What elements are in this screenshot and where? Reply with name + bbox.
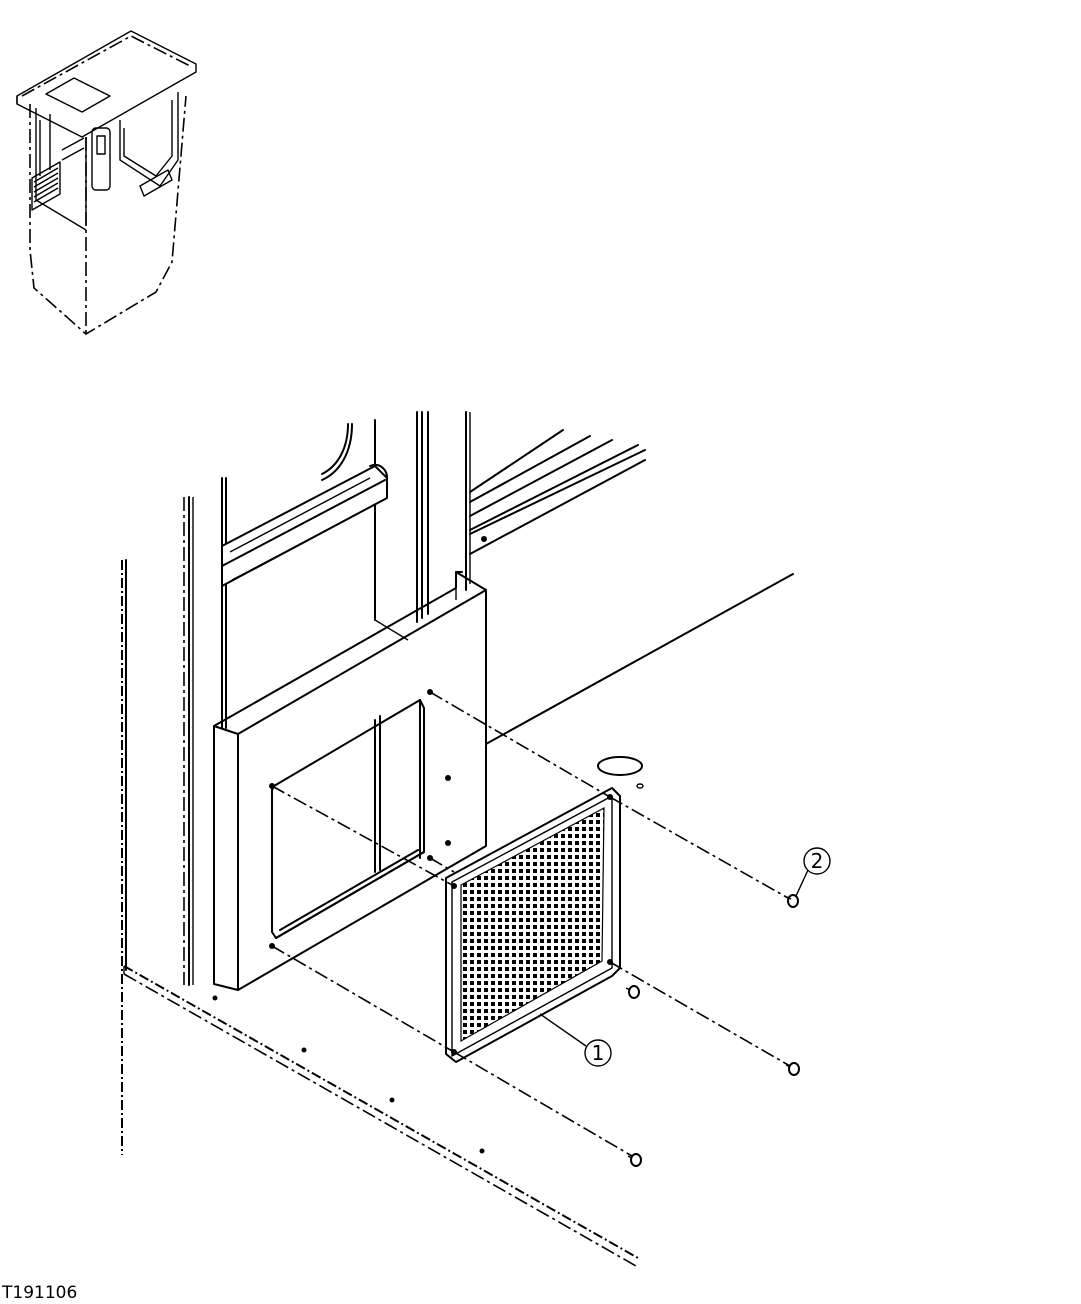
grille xyxy=(445,787,621,1063)
callout-1-label: 1 xyxy=(592,1041,605,1065)
screws xyxy=(625,894,800,1167)
callout-1: 1 xyxy=(539,1013,612,1067)
cab-locator-thumbnail xyxy=(16,30,197,335)
cab-frame-lines xyxy=(121,411,471,1155)
callout-2: 2 xyxy=(795,847,831,897)
main-exploded-view: 1 2 xyxy=(121,411,831,1267)
round-plug xyxy=(597,756,644,789)
cab-rail xyxy=(221,464,389,587)
upper-right-panel xyxy=(469,429,646,555)
screw xyxy=(786,894,799,908)
cab-floor-edge xyxy=(123,965,639,1267)
alignment-lines xyxy=(271,691,791,1157)
screw xyxy=(785,1062,800,1076)
screw xyxy=(625,985,640,999)
duct-cover-panel xyxy=(213,571,794,991)
callout-2-label: 2 xyxy=(811,849,824,873)
screw xyxy=(627,1153,642,1167)
drawing-id: T191106 xyxy=(2,1283,78,1303)
